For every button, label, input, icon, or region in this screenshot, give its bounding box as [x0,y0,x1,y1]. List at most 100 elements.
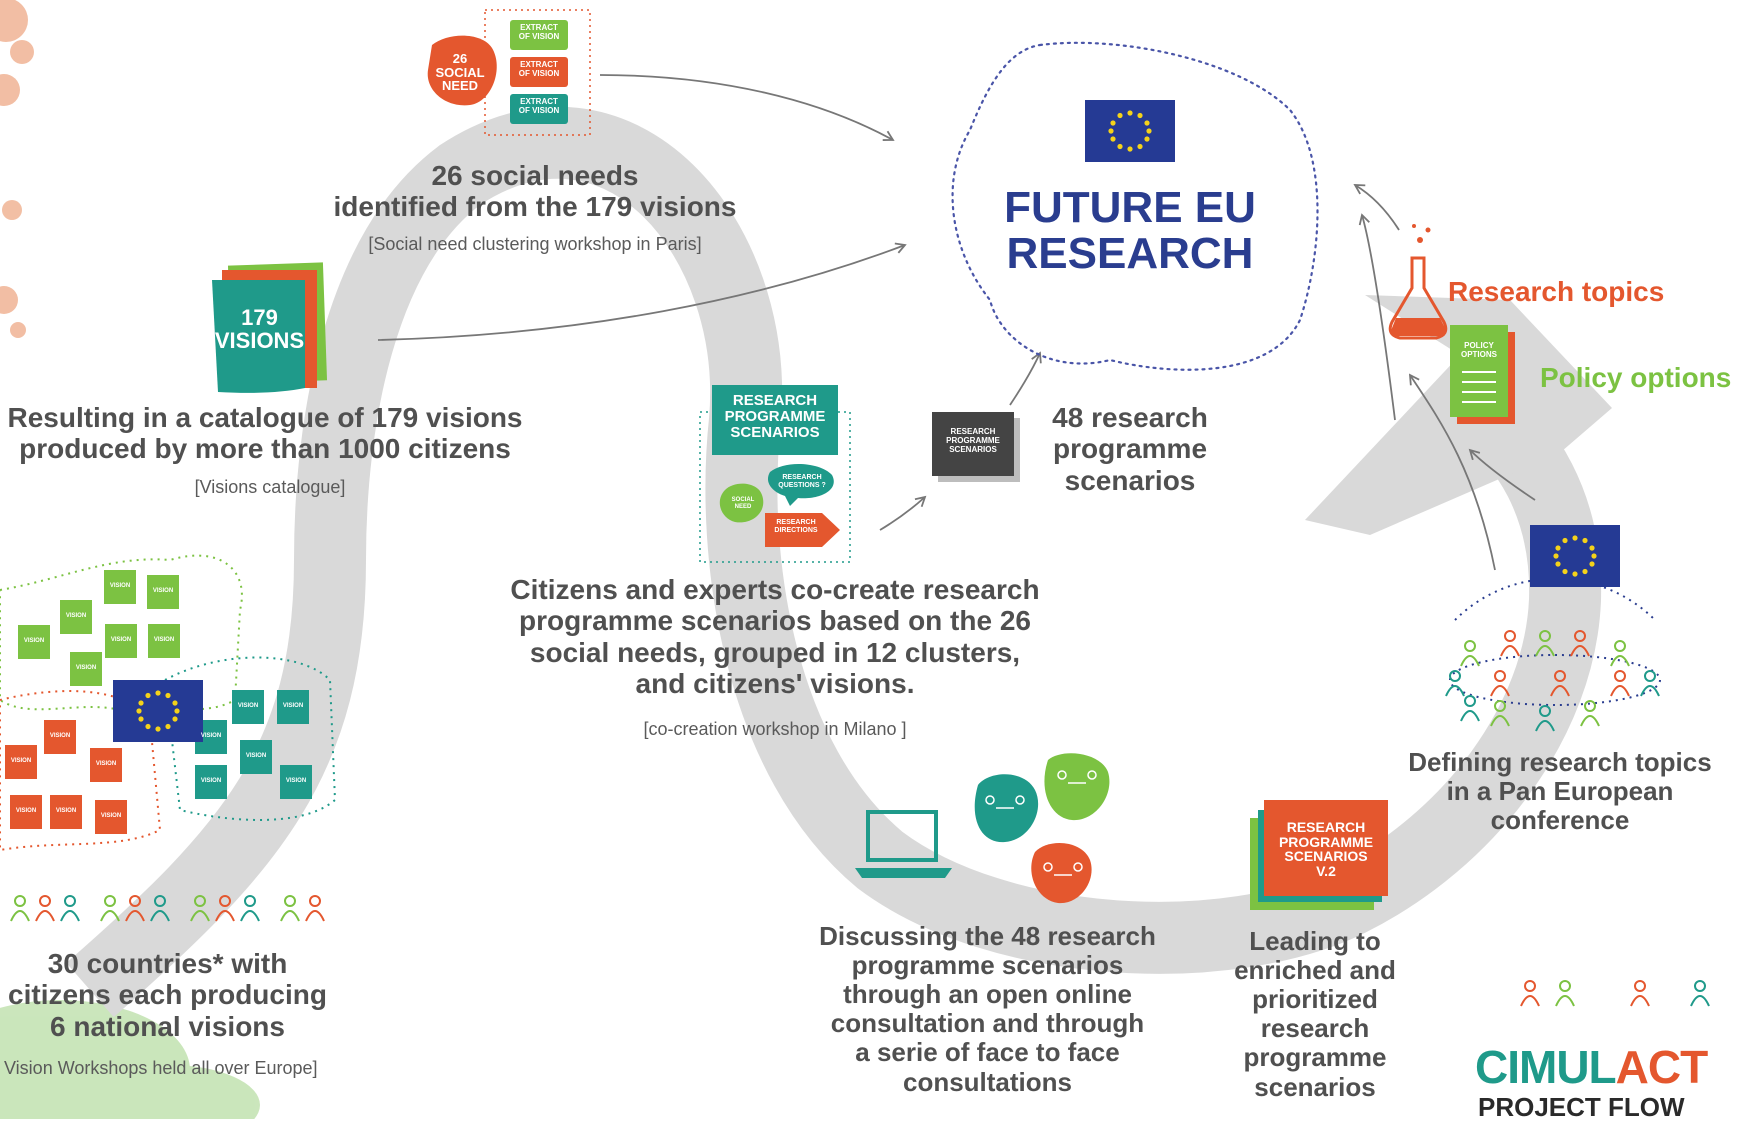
future-eu-research-title: FUTURE EU RESEARCH [980,185,1280,277]
vision-tile-label: VISION [237,703,259,709]
extract-line: EXTRACT [520,23,558,32]
step-enriched-scenarios-title: Leading to enriched and prioritized rese… [1215,926,1415,1102]
title-line: enriched and [1234,955,1396,986]
step-social-needs-caption: [Social need clustering workshop in Pari… [368,234,702,254]
vision-tile-label: VISION [245,753,267,759]
extract-line: OF VISION [518,31,560,41]
title-line: Defining research topics [1408,747,1712,777]
vision-tile-label: VISION [200,778,222,784]
online-consultation-icon [855,810,952,878]
hub-title-line: RESEARCH [1006,228,1254,278]
title-line: citizens each producing [8,979,327,1011]
extract-line: OF VISION [518,105,560,115]
vision-tile-label: VISION [15,808,37,814]
step-visions-catalogue-caption: [Visions catalogue] [194,477,346,497]
step-cocreation-title: Citizens and experts co-create research … [490,574,1060,699]
cimulact-logo-figures [1520,980,1710,1007]
step-national-visions-caption: Vision Workshops held all over Europe] [4,1058,318,1078]
title-line: conference [1490,805,1630,836]
hub-title-line: FUTURE EU [1004,183,1256,232]
card-line: RESEARCH [732,392,818,409]
title-line: 48 research [1052,402,1208,433]
policy-options-label: Policy options [1540,362,1732,393]
title-line: programme [1243,1042,1387,1073]
step-visions-catalogue-title: Resulting in a catalogue of 179 visions … [5,402,525,465]
title-line: 6 national visions [50,1010,285,1042]
card-line: V.2 [1316,863,1336,880]
title-line: scenarios [1254,1071,1376,1102]
vision-tile-label: VISION [49,733,71,739]
card-line: SCENARIOS [730,423,820,441]
scenarios-card-icon [932,412,1020,482]
vision-tile-label: VISION [75,665,97,671]
badge-line: VISIONS [214,328,305,354]
arrow-line: RESEARCH [776,519,816,526]
research-directions-arrow-label: RESEARCH DIRECTIONS [766,519,826,534]
title-line: prioritized [1252,984,1378,1015]
visions-catalogue-icon [212,262,328,393]
hub-cloud [951,41,1319,371]
vision-tile-label: VISION [10,758,32,764]
extract-label-2: EXTRACT OF VISION [510,60,568,79]
doc-line: POLICY [1464,341,1494,350]
arrow-line: DIRECTIONS [774,526,818,534]
badge-line: 179 [241,305,278,330]
policy-document-label: POLICY OPTIONS [1450,341,1508,360]
title-line: research [1260,1013,1370,1044]
eu-flag-icon [1530,525,1620,587]
card-line: RESEARCH [950,427,996,436]
title-line: programme scenarios based on the 26 [519,605,1031,637]
bubble-line: QUESTIONS ? [778,481,826,489]
scenario-card-label: RESEARCH PROGRAMME SCENARIOS [712,393,838,440]
title-line: consultation and through [830,1008,1145,1039]
social-needs-icon [427,9,591,136]
scenario-cocreation-icon [699,385,851,563]
extract-label-1: EXTRACT OF VISION [510,23,568,42]
vision-tile-label: VISION [153,637,175,643]
logo-part-2: ACT [1615,1041,1709,1093]
scenarios-v2-card-label: RESEARCH PROGRAMME SCENARIOS V.2 [1264,820,1388,879]
vision-tile-label: VISION [100,813,122,819]
step-48-scenarios-title: 48 research programme scenarios [1030,402,1230,496]
step-conference-title: Defining research topics in a Pan Europe… [1380,747,1740,836]
badge-line: NEED [441,78,479,94]
card-line: PROGRAMME [1278,833,1374,850]
step-social-needs-title: 26 social needs identified from the 179 … [300,160,770,223]
conference-icon [1445,525,1661,732]
title-line: scenarios [1064,464,1196,496]
scenarios-card-label: RESEARCH PROGRAMME SCENARIOS [932,427,1014,454]
doc-line: OPTIONS [1460,349,1497,359]
title-line: through an open online [843,979,1132,1010]
logo-part-1: CIMUL [1475,1041,1617,1093]
extract-label-3: EXTRACT OF VISION [510,97,568,116]
title-line: Leading to [1249,926,1381,956]
decorative-splash-orange [0,0,34,338]
card-line: SCENARIOS [1284,848,1368,865]
vision-tile-label: VISION [95,761,117,767]
title-line: produced by more than 1000 citizens [19,433,511,465]
cimulact-logo: CIMULACT [1475,1040,1709,1094]
bubble-line: NEED [734,503,752,510]
title-line: programme [1052,433,1208,465]
research-questions-bubble-label: RESEARCH QUESTIONS ? [772,474,832,489]
decorative-splash-green [0,1000,260,1119]
vision-tile-label: VISION [109,583,131,589]
bubble-line: RESEARCH [782,474,822,481]
eu-flag-icon [1085,100,1175,162]
step-national-visions-title: 30 countries* with citizens each produci… [0,948,335,1042]
vision-tile-label: VISION [110,637,132,643]
title-line: social needs, grouped in 12 clusters, [529,636,1021,668]
scenarios-v2-icon [1250,800,1388,910]
social-need-bubble-label: SOCIAL NEED [722,497,764,510]
face-to-face-consultation-icon [974,753,1110,904]
vision-map-icon [0,554,337,852]
step-cocreation-caption: [co-creation workshop in Milano ] [643,719,907,739]
title-line: consultations [902,1066,1072,1097]
project-flow-label: PROJECT FLOW [1478,1092,1685,1122]
card-line: RESEARCH [1286,819,1366,835]
title-line: 26 social needs [431,160,639,191]
badge-line: SOCIAL [435,64,485,80]
vision-tile-label: VISION [23,638,45,644]
eu-flag-icon [113,680,203,742]
title-line: Discussing the 48 research [819,921,1156,951]
